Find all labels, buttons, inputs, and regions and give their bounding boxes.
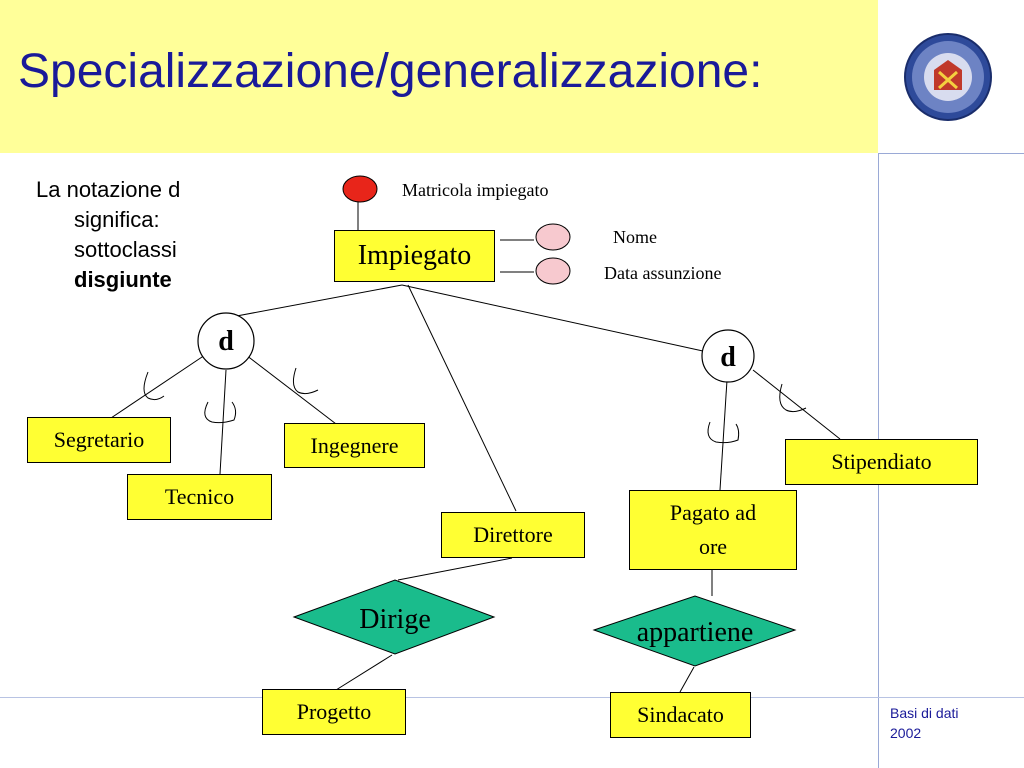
footer-line-2: 2002 <box>890 725 922 741</box>
attribute-data-assunzione-oval <box>535 257 571 285</box>
university-seal-logo <box>904 33 992 121</box>
bullet-line-4: disgiunte <box>74 267 172 292</box>
bullet-line-3: sottoclassi <box>74 237 177 262</box>
disjoint-symbol-right: d <box>720 342 736 373</box>
relationship-dirige-label: Dirige <box>359 604 431 635</box>
disjoint-symbol-left: d <box>218 326 234 357</box>
bullet-line-1: La notazione d <box>36 177 181 202</box>
title-band: Specializzazione/generalizzazione: <box>0 0 878 153</box>
entity-pagato-ad-ore: Pagato ad ore <box>629 490 797 570</box>
entity-stipendiato: Stipendiato <box>785 439 978 485</box>
connector-d-pagato <box>719 379 728 491</box>
footer-line-1: Basi di dati <box>890 705 959 721</box>
connector-impiegato-d-right <box>401 284 713 354</box>
relationship-appartiene-label: appartiene <box>637 617 754 648</box>
connector-d-ingegnere <box>245 354 341 428</box>
connector-d-segretario <box>107 354 206 421</box>
connector-dirige-progetto <box>335 654 393 691</box>
subset-hook-stipendiato <box>779 383 807 413</box>
entity-tecnico: Tecnico <box>127 474 272 520</box>
connector-d-stipendiato <box>752 369 841 440</box>
subset-hook-tecnico <box>204 401 237 424</box>
connector-impiegato-direttore <box>407 284 517 512</box>
er-diagram-connectors: d d Dirige appartiene <box>107 175 841 693</box>
entity-sindacato: Sindacato <box>610 692 751 738</box>
subset-hook-segretario <box>143 371 165 401</box>
disjoint-circle-right <box>701 329 755 383</box>
subset-hook-ingegnere <box>292 367 319 395</box>
connector-direttore-dirige <box>397 557 513 581</box>
relationship-appartiene-diamond <box>592 595 797 667</box>
entity-ingegnere: Ingegnere <box>284 423 425 468</box>
entity-progetto: Progetto <box>262 689 406 735</box>
slide-title: Specializzazione/generalizzazione: <box>18 45 763 98</box>
bullet-text: La notazione d significa: sottoclassi di… <box>36 175 236 295</box>
connector-appartiene-sindacato <box>679 666 695 693</box>
entity-pagato-line-2: ore <box>698 534 728 559</box>
attribute-nome-oval <box>535 223 571 251</box>
divider-bottom <box>0 697 1024 698</box>
attribute-nome-label: Nome <box>613 227 657 247</box>
bullet-line-2: significa: <box>74 207 160 232</box>
attribute-matricola-label: Matricola impiegato <box>402 180 549 200</box>
entity-direttore: Direttore <box>441 512 585 558</box>
entity-segretario: Segretario <box>27 417 171 463</box>
key-attribute-matricola-oval <box>342 175 378 203</box>
disjoint-circle-left <box>197 312 255 370</box>
footer: Basi di dati 2002 <box>890 703 958 743</box>
relationship-dirige-diamond <box>292 579 496 655</box>
subset-hook-pagato <box>707 421 740 444</box>
attribute-data-assunzione-label: Data assunzione <box>604 263 722 283</box>
divider-top <box>878 153 1024 154</box>
connector-impiegato-d-left <box>225 284 403 319</box>
logo-area <box>879 0 1024 153</box>
entity-pagato-line-1: Pagato ad <box>669 500 757 525</box>
entity-impiegato: Impiegato <box>334 230 495 282</box>
